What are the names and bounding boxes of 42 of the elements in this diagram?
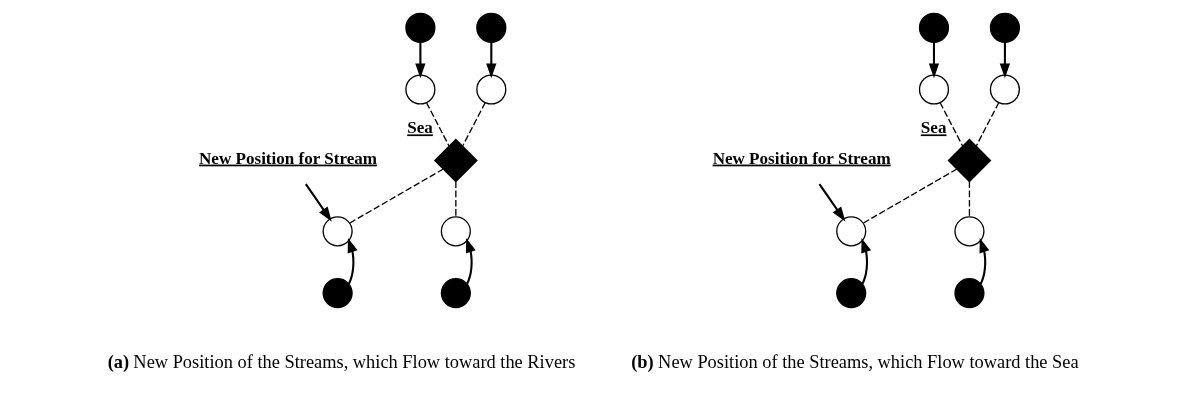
label: (a) New Position of the Streams, which Flow toward the Rivers [107,351,576,372]
connector [968,180,971,218]
connector [349,168,444,224]
connector [425,102,450,147]
arrow [415,42,426,79]
node-circle [954,216,985,247]
connector [939,102,964,147]
arrow [979,237,990,285]
node-circle [322,216,353,247]
node-label: Sea [920,118,947,138]
node-circle [918,12,950,43]
node-circle [836,216,867,247]
arrow [465,237,476,285]
connector [462,102,486,147]
label: (b) New Position of the Streams, which Flow toward the Sea [631,351,1079,372]
node-circle [954,278,985,309]
node-circle [989,12,1020,43]
node-circle [989,74,1020,105]
node-circle [918,74,950,105]
node-circle [440,216,471,247]
node-circle [405,74,436,105]
arrow [304,183,332,222]
node-diamond [433,138,478,183]
connector [862,168,958,224]
node-circle [476,74,507,105]
node-text: New Position for Stream [712,148,891,168]
node-diamond [947,138,992,183]
connector [455,180,457,218]
arrow [347,237,358,285]
arrow [818,183,846,222]
node-text: New Position for Stream [199,148,378,168]
node-circle [405,12,436,43]
node-circle [322,278,353,309]
arrow [999,42,1011,79]
arrow [486,42,497,79]
node-label: Sea [407,118,433,138]
connector [975,102,1000,147]
arrow [861,237,872,285]
arrow [928,42,940,79]
node-circle [476,12,507,43]
node-circle [836,278,867,309]
node-circle [440,278,471,309]
